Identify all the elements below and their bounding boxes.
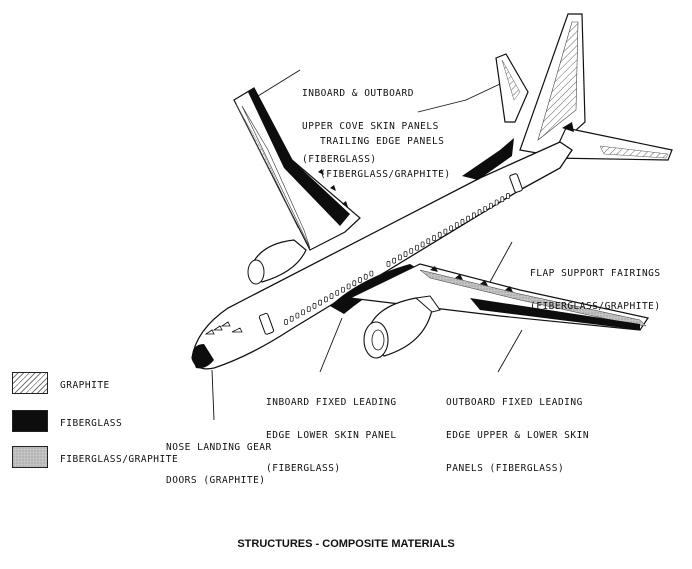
- passenger-window: [415, 244, 419, 251]
- passenger-window: [346, 283, 351, 290]
- passenger-window: [403, 251, 408, 258]
- passenger-window: [363, 273, 368, 280]
- passenger-window: [318, 299, 323, 306]
- left-engine: [247, 239, 307, 285]
- passenger-window: [432, 235, 436, 241]
- passenger-window: [489, 202, 493, 209]
- callout-line: EDGE UPPER & LOWER SKIN: [446, 430, 590, 441]
- callout-line: (FIBERGLASS): [266, 463, 341, 474]
- leader-outboard-leading: [497, 329, 523, 373]
- callout-line: (FIBERGLASS/GRAPHITE): [530, 301, 661, 312]
- passenger-window: [483, 206, 488, 212]
- callout-upper-cove: INBOARD & OUTBOARD UPPER COVE SKIN PANEL…: [302, 66, 439, 187]
- callout-line: OUTBOARD FIXED LEADING: [446, 397, 583, 408]
- passenger-window: [437, 231, 442, 238]
- leader-nose-gear: [211, 369, 215, 421]
- callout-outboard-leading: OUTBOARD FIXED LEADING EDGE UPPER & LOWE…: [446, 375, 589, 496]
- callout-inboard-leading: INBOARD FIXED LEADING EDGE LOWER SKIN PA…: [266, 375, 397, 496]
- callout-nose-gear: NOSE LANDING GEAR DOORS (GRAPHITE): [166, 420, 272, 508]
- leader-lines: [211, 69, 523, 421]
- passenger-window: [494, 199, 499, 206]
- passenger-window: [289, 315, 294, 322]
- passenger-window: [392, 257, 397, 264]
- passenger-window: [466, 215, 471, 222]
- passenger-window: [477, 209, 482, 216]
- passenger-window: [301, 309, 305, 316]
- passenger-window: [471, 212, 476, 219]
- passenger-window: [500, 196, 505, 203]
- callout-line: (FIBERGLASS): [302, 154, 377, 165]
- passenger-window: [306, 306, 311, 312]
- passenger-window: [506, 193, 510, 199]
- passenger-window: [454, 222, 459, 228]
- leader-upper-cove: [257, 69, 301, 97]
- passenger-window: [420, 241, 425, 248]
- callout-line: DOORS (GRAPHITE): [166, 475, 266, 486]
- passenger-window: [329, 293, 334, 300]
- left-horizontal-stabilizer: [495, 53, 529, 123]
- callout-line: PANELS (FIBERGLASS): [446, 463, 565, 474]
- passenger-window: [369, 270, 374, 277]
- leader-flap-support: [489, 241, 513, 283]
- right-horizontal-stabilizer: [551, 122, 673, 161]
- legend-swatch-fiberglass-graphite: [12, 446, 48, 468]
- left-wing: [233, 87, 361, 251]
- passenger-window: [284, 319, 288, 325]
- callout-line: (FIBERGLASS/GRAPHITE): [320, 169, 451, 180]
- callout-line: TRAILING EDGE PANELS: [320, 136, 445, 147]
- legend-swatch-fiberglass: [12, 410, 48, 432]
- passenger-window: [460, 218, 465, 225]
- callout-line: UPPER COVE SKIN PANELS: [302, 121, 439, 132]
- passenger-window: [409, 248, 414, 254]
- passenger-window: [335, 290, 340, 296]
- passenger-window: [341, 286, 345, 293]
- passenger-window: [312, 302, 317, 309]
- passenger-window: [295, 312, 300, 319]
- callout-line: EDGE LOWER SKIN PANEL: [266, 430, 397, 441]
- figure-caption: STRUCTURES - COMPOSITE MATERIALS: [237, 538, 455, 550]
- leader-trailing-edge: [417, 83, 501, 113]
- legend-label-fiberglass-graphite: FIBERGLASS/GRAPHITE: [60, 454, 179, 465]
- passenger-window: [352, 280, 357, 287]
- passenger-window: [443, 228, 448, 235]
- passenger-window: [449, 225, 453, 232]
- callout-line: NOSE LANDING GEAR: [166, 442, 272, 453]
- callout-line: INBOARD FIXED LEADING: [266, 397, 397, 408]
- legend-swatch-graphite: [12, 372, 48, 394]
- right-engine: [363, 295, 441, 359]
- passenger-window: [397, 254, 402, 261]
- passenger-window: [323, 296, 328, 303]
- passenger-window: [426, 238, 431, 245]
- callout-line: INBOARD & OUTBOARD: [302, 88, 414, 99]
- legend-label-graphite: GRAPHITE: [60, 380, 110, 391]
- legend-label-fiberglass: FIBERGLASS: [60, 418, 123, 429]
- callout-line: FLAP SUPPORT FAIRINGS: [530, 268, 661, 279]
- callout-trailing-edge: TRAILING EDGE PANELS (FIBERGLASS/GRAPHIT…: [320, 114, 451, 202]
- passenger-window: [358, 277, 362, 283]
- passenger-window: [386, 260, 391, 267]
- callout-flap-support: FLAP SUPPORT FAIRINGS (FIBERGLASS/GRAPHI…: [530, 246, 661, 334]
- leader-inboard-leading: [319, 317, 343, 373]
